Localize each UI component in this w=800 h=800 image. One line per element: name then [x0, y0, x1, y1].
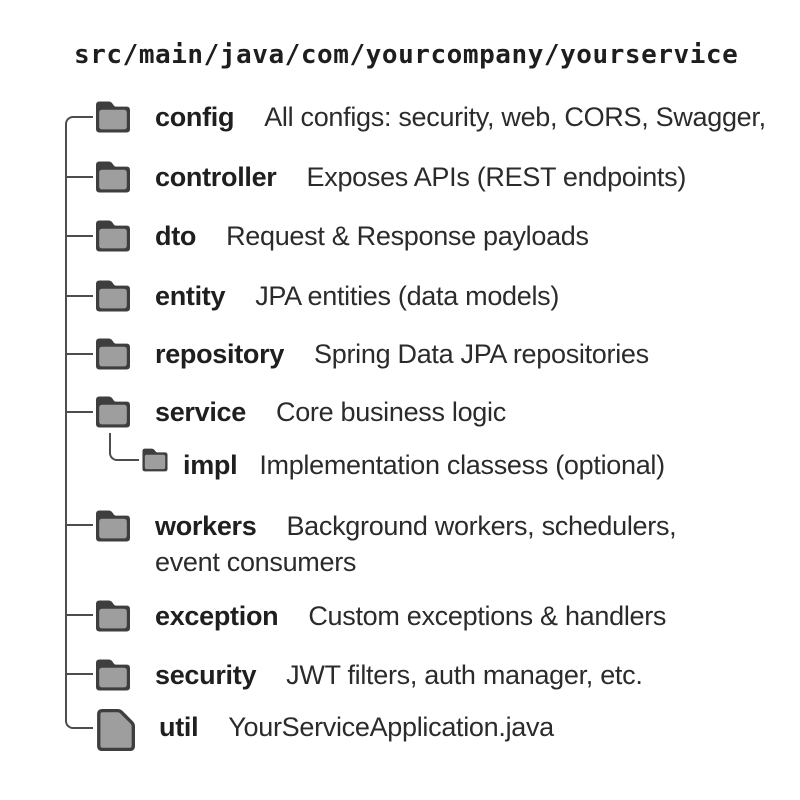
tree-row-text: service Core business logic	[155, 394, 506, 430]
tree-branch-line	[65, 353, 93, 356]
folder-description-label: Background workers, schedulers, event co…	[155, 511, 677, 577]
tree-row-util: util YourServiceApplication.java	[93, 708, 800, 752]
folder-name-label: config	[155, 102, 235, 132]
folder-description-label: Exposes APIs (REST endpoints)	[306, 162, 687, 192]
tree-branch-line	[65, 614, 93, 617]
file-icon	[93, 708, 137, 752]
folder-name-label: controller	[155, 162, 277, 192]
tree-row-text: entity JPA entities (data models)	[155, 278, 559, 314]
tree-branch-line	[65, 235, 93, 238]
folder-icon	[140, 446, 170, 474]
tree-row-text: repository Spring Data JPA repositories	[155, 336, 649, 372]
folder-description-label: Spring Data JPA repositories	[314, 339, 649, 369]
folder-icon	[93, 217, 133, 255]
folder-description-label: Core business logic	[276, 397, 506, 427]
folder-name-label: service	[155, 397, 246, 427]
folder-icon	[93, 335, 133, 373]
folder-icon	[93, 158, 133, 196]
tree-branch-line	[65, 411, 93, 414]
folder-name-label: exception	[155, 601, 279, 631]
tree-row-controller: controller Exposes APIs (REST endpoints)	[93, 158, 800, 196]
package-path-title: src/main/java/com/yourcompany/yourservic…	[74, 40, 739, 70]
folder-name-label: impl	[183, 450, 238, 480]
tree-child-connector-line	[109, 433, 139, 461]
tree-row-text: controller Exposes APIs (REST endpoints)	[155, 159, 686, 195]
tree-branch-line	[65, 673, 93, 676]
folder-description-label: YourServiceApplication.java	[228, 712, 554, 742]
tree-row-repository: repository Spring Data JPA repositories	[93, 335, 800, 373]
folder-name-label: security	[155, 660, 257, 690]
folder-icon	[93, 393, 133, 431]
folder-description-label: Custom exceptions & handlers	[308, 601, 667, 631]
tree-row-impl: impl Implementation classess (optional)	[140, 446, 800, 483]
folder-name-label: entity	[155, 281, 226, 311]
tree-row-text: security JWT filters, auth manager, etc.	[155, 657, 643, 693]
folder-name-label: workers	[155, 511, 257, 541]
tree-row-security: security JWT filters, auth manager, etc.	[93, 656, 800, 694]
folder-name-label: util	[159, 712, 199, 742]
tree-row-text: dto Request & Response payloads	[155, 218, 589, 254]
folder-icon	[93, 277, 133, 315]
folder-name-label: dto	[155, 221, 197, 251]
tree-row-service: service Core business logic	[93, 393, 800, 431]
folder-icon	[93, 656, 133, 694]
tree-trunk-line	[65, 116, 93, 729]
folder-description-label: JWT filters, auth manager, etc.	[286, 660, 643, 690]
folder-description-label: Implementation classess (optional)	[259, 450, 665, 480]
folder-description-label: All configs: security, web, CORS, Swagge…	[264, 102, 766, 132]
tree-branch-line	[65, 295, 93, 298]
tree-row-text: config All configs: security, web, CORS, …	[155, 99, 766, 135]
tree-branch-line	[65, 176, 93, 179]
folder-icon	[93, 597, 133, 635]
folder-description-label: JPA entities (data models)	[255, 281, 560, 311]
tree-row-text: impl Implementation classess (optional)	[183, 447, 665, 483]
tree-row-dto: dto Request & Response payloads	[93, 217, 800, 255]
folder-icon	[93, 507, 133, 545]
tree-row-text: util YourServiceApplication.java	[159, 709, 554, 745]
tree-row-text: exception Custom exceptions & handlers	[155, 598, 666, 634]
tree-branch-line	[65, 524, 93, 527]
tree-row-exception: exception Custom exceptions & handlers	[93, 597, 800, 635]
tree-row-config: config All configs: security, web, CORS, …	[93, 98, 800, 136]
folder-name-label: repository	[155, 339, 285, 369]
folder-description-label: Request & Response payloads	[226, 221, 589, 251]
tree-row-entity: entity JPA entities (data models)	[93, 277, 800, 315]
folder-icon	[93, 98, 133, 136]
